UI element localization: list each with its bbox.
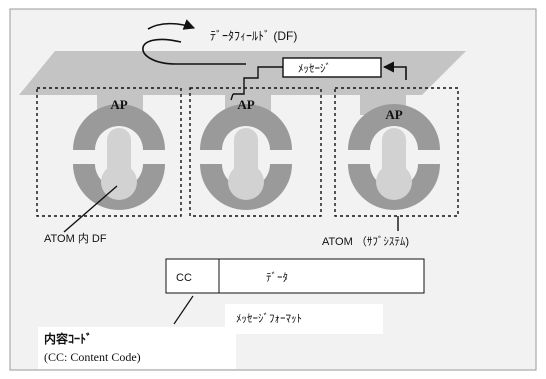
cc-cell: CC xyxy=(176,272,192,284)
content-code-label: 内容ｺｰﾄﾞ xyxy=(44,331,92,346)
atom-df-label: ATOM 内 DF xyxy=(44,231,107,245)
ap-label-3: AP xyxy=(385,107,402,122)
content-code-sub: (CC: Content Code) xyxy=(44,350,141,364)
data-cell: ﾃﾞｰﾀ xyxy=(266,271,288,284)
message-label: ﾒｯｾｰｼﾞ xyxy=(298,62,331,75)
data-field-label: ﾃﾞｰﾀﾌｨｰﾙﾄﾞ (DF) xyxy=(210,29,297,43)
message-format-caption: ﾒｯｾｰｼﾞﾌｫｰﾏｯﾄ xyxy=(236,312,302,325)
ap-label-2: AP xyxy=(237,97,254,112)
ap-label-1: AP xyxy=(110,97,127,112)
atom-subsystem-label: ATOM （ｻﾌﾞｼｽﾃﾑ) xyxy=(322,235,409,248)
message-format-table xyxy=(166,259,424,293)
